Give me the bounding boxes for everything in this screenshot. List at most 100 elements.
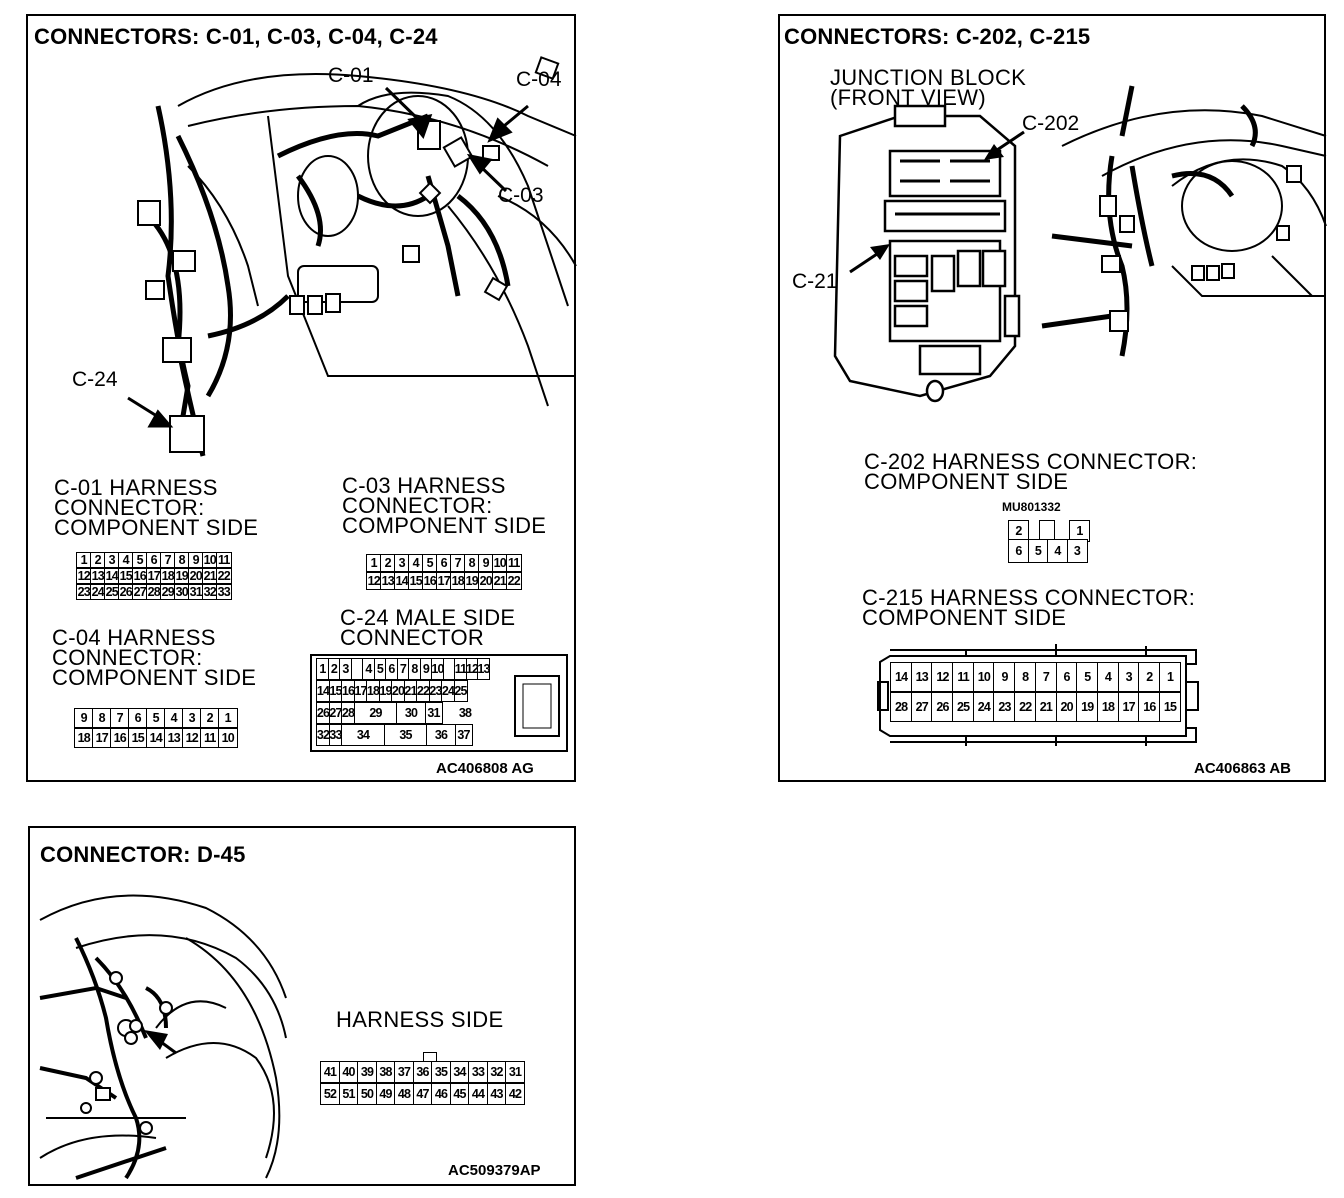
pin-cell: 18 [160, 568, 176, 584]
pin-cell: 31 [424, 702, 443, 724]
panel-title: CONNECTORS: C-202, C-215 [784, 24, 1091, 49]
pin-cell: 33 [216, 584, 232, 600]
c215-label: C-215 HARNESS CONNECTOR:COMPONENT SIDE [862, 585, 1196, 630]
pin-cell: 4 [118, 552, 134, 568]
pin-cell: 13 [164, 728, 184, 748]
figure-code: AC509379AP [448, 1162, 541, 1179]
pin-cell: 33 [468, 1061, 488, 1083]
c215-arrow [849, 244, 890, 274]
figure-code: AC406863 AB [1194, 760, 1291, 777]
panel-d45: CONNECTOR: D-45 [28, 826, 576, 1186]
harness-side-label: HARNESS SIDE [336, 1007, 504, 1032]
pin-cell: 34 [449, 1061, 470, 1083]
pin-cell: 16 [1138, 692, 1161, 722]
figure-code: AC406808 AG [436, 760, 534, 777]
pin-cell: 14 [316, 680, 330, 702]
pin-cell: 18 [366, 680, 380, 702]
pin-cell: 40 [338, 1061, 359, 1083]
pin-cell: 26 [931, 692, 954, 722]
pin-cell: 4 [1047, 539, 1068, 563]
pin-cell: 24 [972, 692, 995, 722]
pin-cell: 30 [174, 584, 190, 600]
pin-cell: 3 [1117, 662, 1140, 692]
pin-cell: 14 [890, 662, 913, 692]
pin-cell: 13 [910, 662, 933, 692]
pin-cell: 21 [202, 568, 218, 584]
pin-cell: 21 [492, 572, 508, 590]
callout-c03: C-03 [498, 184, 544, 207]
pin-cell: 1 [1158, 662, 1182, 692]
pin-cell: 51 [338, 1083, 359, 1105]
pin-cell: 12 [465, 658, 479, 680]
pin-cell: 36 [426, 724, 456, 746]
pin-cell: 9 [993, 662, 1016, 692]
pin-cell: 22 [216, 568, 232, 584]
pin-cell: 19 [174, 568, 190, 584]
c202-label: C-202 HARNESS CONNECTOR:COMPONENT SIDE [864, 449, 1198, 494]
c215-housing [877, 644, 1199, 746]
pin-cell: 42 [505, 1083, 525, 1105]
junction-block-illustration [833, 104, 1021, 403]
pin-cell: 18 [74, 728, 94, 748]
pin-cell: 35 [383, 724, 428, 746]
pin-cell: 16 [110, 728, 130, 748]
pin-cell: 9 [74, 708, 94, 728]
part-number: MU801332 [1002, 500, 1061, 514]
pin-cell: 26 [316, 702, 330, 724]
callout-c24: C-24 [72, 368, 118, 391]
pin-cell: 8 [1014, 662, 1037, 692]
pin-cell: 16 [422, 572, 438, 590]
pin-cell: 11 [506, 554, 522, 572]
c202-arrow [984, 130, 1025, 160]
pin-cell: 30 [396, 702, 426, 724]
pin-cell: 28 [890, 692, 913, 722]
pin-cell: 32 [486, 1061, 507, 1083]
pin-cell: 13 [380, 572, 396, 590]
pin-cell: 15 [1158, 692, 1182, 722]
callout-c04: C-04 [516, 68, 562, 91]
pin-cell: 36 [412, 1061, 433, 1083]
pin-cell: 5 [1027, 539, 1049, 563]
pin-cell: 17 [92, 728, 112, 748]
pin-cell: 19 [1076, 692, 1099, 722]
pin-cell: 4 [164, 708, 184, 728]
pin-cell: 17 [436, 572, 452, 590]
c202-key [1039, 520, 1055, 540]
pin-cell: 12 [931, 662, 954, 692]
pin-cell: 11 [216, 552, 232, 568]
pin-cell: 9 [478, 554, 494, 572]
pin-cell: 5 [146, 708, 166, 728]
panel-c202-c215: CONNECTORS: C-202, C-215 JUNCTION BLOCK(… [778, 14, 1327, 782]
pin-cell: 10 [972, 662, 995, 692]
pin-cell: 13 [90, 568, 106, 584]
pin-cell: 46 [431, 1083, 451, 1105]
pin-cell: 24 [441, 680, 455, 702]
pin-cell: 43 [486, 1083, 507, 1105]
pin-cell: 26 [118, 584, 134, 600]
pin-cell: 7 [1034, 662, 1057, 692]
pin-cell: 2 [1138, 662, 1161, 692]
pin-cell: 22 [506, 572, 522, 590]
pin-cell: 14 [104, 568, 120, 584]
pin-cell: 31 [505, 1061, 525, 1083]
pin-cell: 41 [320, 1061, 340, 1083]
pin-cell: 27 [910, 692, 933, 722]
pin-cell: 12 [76, 568, 92, 584]
pin-cell: 47 [412, 1083, 433, 1105]
pin-cell: 49 [375, 1083, 396, 1105]
callout-c215: C-215 [792, 270, 850, 293]
pin-cell: 20 [1055, 692, 1078, 722]
pin-cell: 50 [357, 1083, 377, 1105]
